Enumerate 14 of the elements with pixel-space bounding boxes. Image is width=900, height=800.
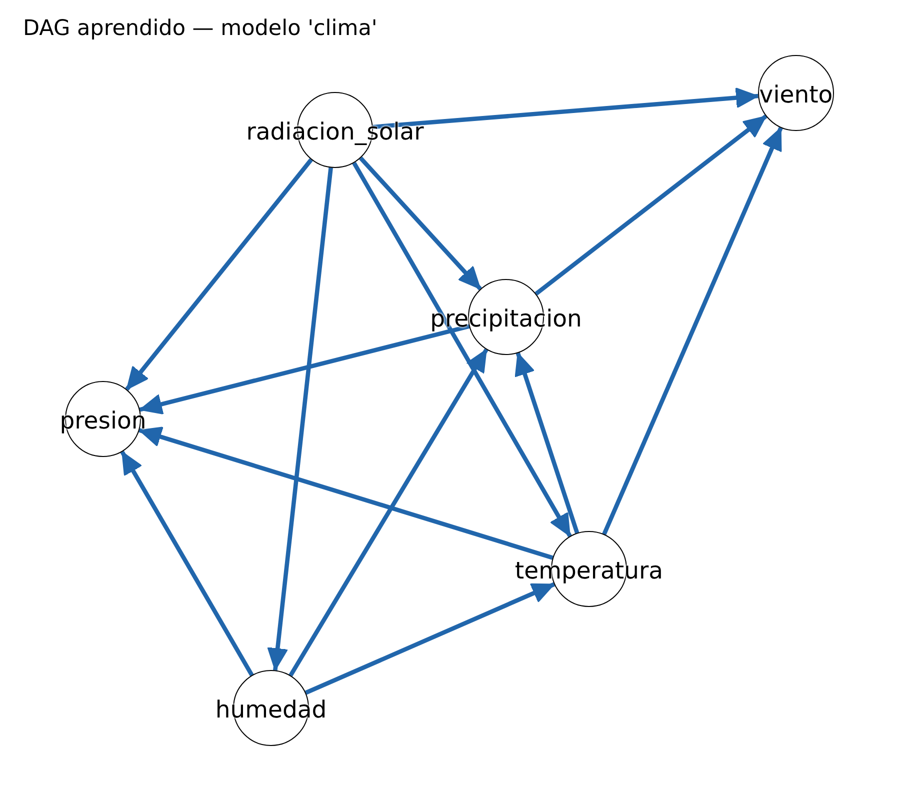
arrow [267,168,333,671]
diagram-title: DAG aprendido — modelo 'clima' [23,16,378,41]
arrow [602,126,783,536]
arrow [352,162,572,538]
arrow [514,352,580,534]
arrow [139,324,470,414]
arrow [534,114,768,296]
arrow [304,582,556,695]
arrow [288,348,488,677]
arrow [125,158,313,391]
arrow [359,156,482,290]
arrow [138,426,554,560]
arrow [120,450,254,676]
node-label: viento [759,80,833,109]
